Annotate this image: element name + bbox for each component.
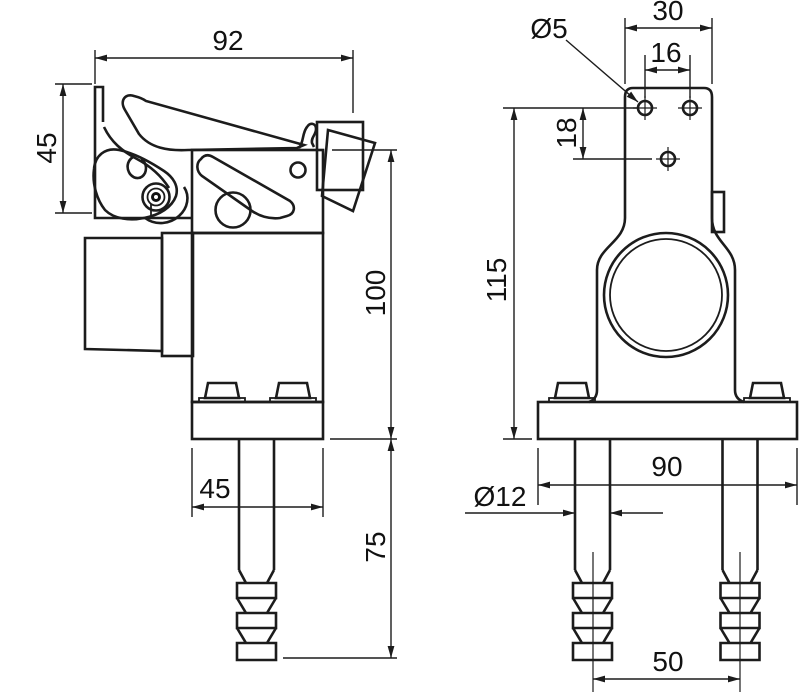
front-view [536, 86, 799, 692]
dim-label-bracket-width: 30 [652, 0, 683, 26]
dim-92-extension-lines [94, 50, 354, 113]
front-side-tab [710, 190, 726, 234]
side-bolt-left-washer [198, 397, 246, 403]
side-stem-barbs [235, 569, 278, 662]
dim-label-hole-diameter: Ø5 [530, 13, 567, 44]
side-toggle-knob [214, 191, 252, 229]
dim-16-extension-lines [644, 55, 691, 98]
dim-label-flange-width: 90 [651, 451, 682, 482]
front-stem-centerlines [592, 552, 741, 692]
side-view [83, 85, 377, 662]
front-bolt-right-washer [743, 397, 791, 403]
dim-label-stem-diameter: Ø12 [474, 481, 527, 512]
side-swivel-pad [320, 128, 377, 213]
dim-label-overall-width: 92 [212, 25, 243, 56]
front-stem-left-barbs [571, 569, 614, 662]
front-stem-left [573, 439, 612, 570]
side-rod-end-bar [93, 85, 105, 127]
dim-label-hole-row-offset: 18 [551, 117, 582, 148]
dim-label-stem-length: 75 [360, 531, 391, 562]
front-ring-outer [602, 231, 730, 359]
dim-label-overall-height: 115 [481, 258, 512, 303]
side-toggle-slot [196, 153, 296, 220]
front-stem-right [721, 439, 759, 570]
dim-label-flange-depth: 45 [199, 473, 230, 504]
front-bolt-right [748, 381, 786, 400]
side-bolt-right-washer [269, 397, 317, 403]
front-bolt-left-washer [548, 397, 596, 403]
side-pivot-rivet-center [154, 195, 158, 199]
side-view-dimensions: 92 45 100 75 45 [31, 25, 397, 659]
front-ring-inner [609, 238, 723, 352]
side-lever-tip-curl [297, 122, 318, 149]
side-cylinder [83, 236, 164, 353]
side-bolt-left [203, 381, 241, 400]
front-bolt-left [553, 381, 591, 400]
dim-label-hole-spacing: 16 [650, 37, 681, 68]
side-handle-lever [121, 94, 308, 152]
front-bracket-outline [588, 86, 745, 404]
side-hook-slot [126, 155, 148, 180]
side-clamp-arm [102, 126, 171, 189]
side-column [190, 231, 325, 404]
side-stem [237, 439, 276, 570]
dim-100-extension-lines [330, 149, 397, 440]
front-stem-right-barbs [719, 569, 761, 662]
side-jaw-plate [92, 148, 179, 221]
side-pivot-housing [144, 186, 189, 225]
side-flange [190, 400, 325, 441]
side-block-hole [289, 161, 307, 179]
dim-18-extension-lines [503, 107, 652, 160]
side-pivot-outer [141, 182, 171, 212]
dim-label-body-height: 100 [360, 270, 391, 317]
front-view-dimensions: 30 16 Ø5 18 115 90 Ø12 50 [465, 0, 798, 683]
dim-90-extension-lines [537, 448, 798, 505]
side-bolt-right [274, 381, 312, 400]
dim-dia5-leader [565, 39, 639, 103]
dim-label-stem-spacing: 50 [652, 646, 683, 677]
front-hole-center-marks [633, 96, 702, 171]
side-jaw-outline [93, 127, 192, 220]
side-collar [160, 231, 195, 358]
side-swivel-bracket [315, 120, 365, 192]
side-pivot-mid [146, 187, 166, 207]
dim-label-lever-height: 45 [31, 132, 62, 163]
front-flange [536, 400, 799, 441]
side-main-block [190, 148, 325, 235]
